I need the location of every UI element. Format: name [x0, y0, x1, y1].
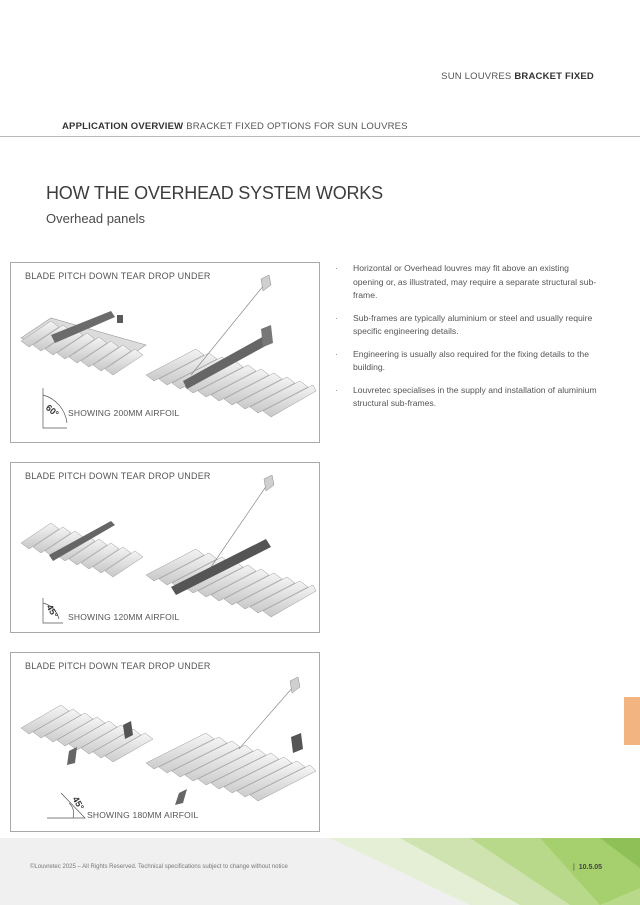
airfoil-caption: SHOWING 180MM AIRFOIL — [87, 810, 199, 820]
louvre-module-small — [20, 521, 144, 578]
bullet-text: Sub-frames are typically aluminium or st… — [353, 312, 593, 337]
page-number-value: 10.5.05 — [578, 864, 603, 871]
pitch-angle-label: 45° — [45, 603, 61, 620]
louvre-illustration-1: 60° — [20, 274, 317, 429]
louvre-module-small — [20, 704, 154, 765]
airfoil-caption: SHOWING 200MM AIRFOIL — [68, 408, 180, 418]
list-item: · Horizontal or Overhead louvres may fit … — [335, 262, 600, 303]
header-divider — [0, 136, 640, 137]
louvre-module-small — [20, 311, 147, 376]
panel-title: BLADE PITCH DOWN TEAR DROP UNDER — [25, 271, 211, 281]
pitch-angle-indicator: 60° — [42, 388, 68, 429]
page-footer: ©Louvretec 2025 – All Rights Reserved. T… — [0, 838, 640, 905]
louvre-illustration-3: 45° — [20, 676, 317, 819]
panel-title: BLADE PITCH DOWN TEAR DROP UNDER — [25, 661, 211, 671]
bullet-marker: · — [335, 312, 338, 323]
page-subtitle: Overhead panels — [46, 211, 146, 226]
section-tab-marker — [624, 697, 640, 745]
louvre-module-large — [145, 274, 317, 418]
bullet-marker: · — [335, 263, 338, 273]
copyright-notice: ©Louvretec 2025 – All Rights Reserved. T… — [30, 864, 288, 870]
louvre-module-large — [145, 474, 317, 618]
header-light-text: SUN LOUVRES — [441, 71, 512, 82]
bullet-text: Horizontal or Overhead louvres may fit a… — [353, 263, 597, 300]
info-bullet-list: · Horizontal or Overhead louvres may fit … — [335, 262, 600, 420]
louvre-module-large — [145, 676, 317, 805]
list-item: · Louvretec specialises in the supply and… — [335, 384, 600, 411]
bullet-text: Louvretec specialises in the supply and … — [353, 384, 597, 409]
page-separator: | — [573, 864, 575, 871]
diagram-panel-3: BLADE PITCH DOWN TEAR DROP UNDER — [10, 652, 320, 832]
page-title: HOW THE OVERHEAD SYSTEM WORKS — [46, 183, 383, 203]
diagram-panel-2: BLADE PITCH DOWN TEAR DROP UNDER — [10, 462, 320, 633]
bullet-text: Engineering is usually also required for… — [353, 348, 589, 373]
pitch-angle-label: 60° — [44, 403, 61, 420]
pitch-angle-label: 45° — [71, 795, 87, 812]
louvre-illustration-2: 45° — [20, 474, 317, 624]
diagram-panel-1: BLADE PITCH DOWN TEAR DROP UNDER — [10, 262, 320, 443]
header-bold-text: BRACKET FIXED — [514, 71, 594, 82]
pitch-angle-indicator: 45° — [42, 598, 63, 624]
panel-title: BLADE PITCH DOWN TEAR DROP UNDER — [25, 471, 211, 481]
bullet-marker: · — [335, 348, 338, 359]
airfoil-caption: SHOWING 120MM AIRFOIL — [68, 612, 180, 622]
list-item: · Engineering is usually also required fo… — [335, 348, 600, 375]
section-header: APPLICATION OVERVIEW BRACKET FIXED OPTIO… — [62, 121, 408, 132]
list-item: · Sub-frames are typically aluminium or s… — [335, 312, 600, 339]
pitch-angle-indicator: 45° — [47, 792, 87, 819]
section-bold-text: APPLICATION OVERVIEW — [62, 121, 184, 132]
section-light-text: BRACKET FIXED OPTIONS FOR SUN LOUVRES — [186, 121, 408, 132]
document-header-label: SUN LOUVRES BRACKET FIXED — [441, 71, 594, 82]
page-number: | 10.5.05 — [573, 864, 602, 871]
footer-decoration — [330, 838, 640, 905]
bullet-marker: · — [335, 384, 338, 395]
